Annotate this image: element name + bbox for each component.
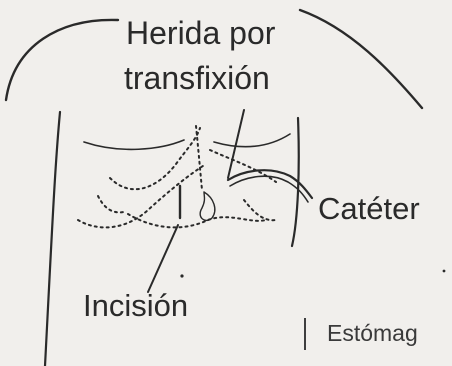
spleen-dotted xyxy=(244,200,276,220)
right-chest-line xyxy=(214,134,290,147)
left-chest-line xyxy=(84,140,184,149)
marker-dot xyxy=(443,270,446,273)
stomach-outline xyxy=(200,192,215,220)
left-abdomen-dotted xyxy=(98,196,124,212)
left-torso-outline xyxy=(45,112,60,366)
left-shoulder-outline xyxy=(6,20,118,100)
right-shoulder-outline xyxy=(300,10,422,108)
wound-label-line-2: transfixión xyxy=(124,62,270,94)
lower-organ-dotted xyxy=(128,214,266,227)
catheter-label: Catéter xyxy=(318,193,420,224)
wound-pointer-line xyxy=(228,110,244,178)
incision-label: Incisión xyxy=(83,290,188,321)
incision-pointer-line xyxy=(148,225,178,292)
central-vertical-dotted xyxy=(196,126,202,190)
marker-dot xyxy=(180,274,183,277)
ribcage-right-dotted xyxy=(210,150,276,182)
ribcage-left-dotted xyxy=(110,128,200,189)
wound-label-line-1: Herida por xyxy=(126,17,275,49)
stomach-label: Estómag xyxy=(327,322,418,345)
